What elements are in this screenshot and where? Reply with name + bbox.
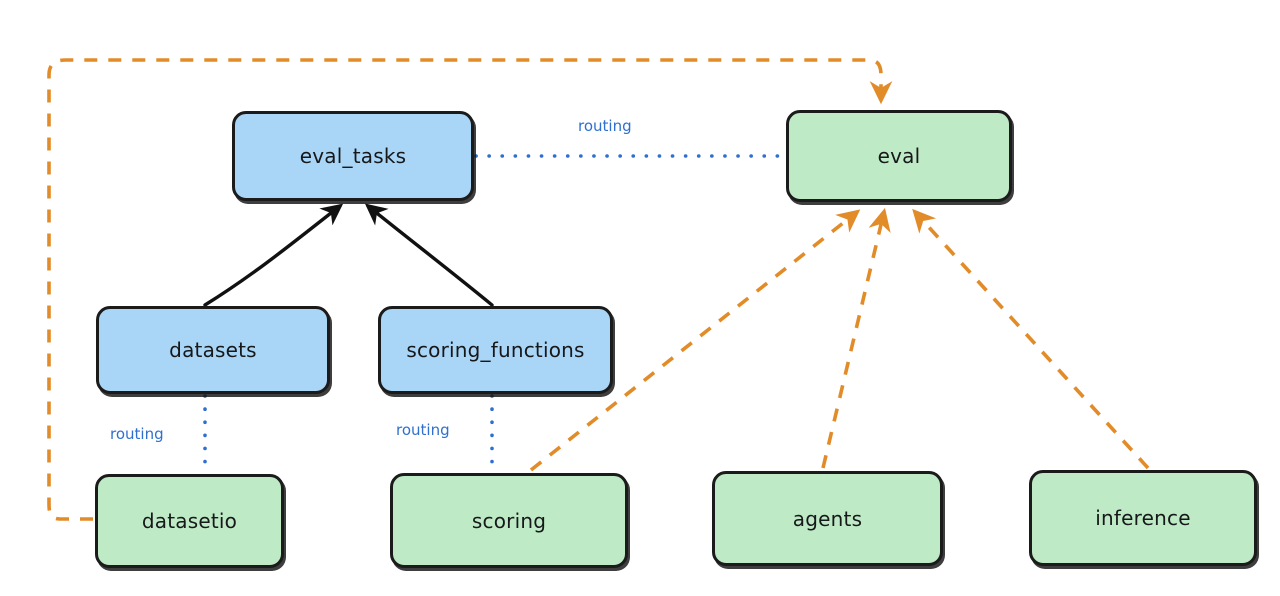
- edge-datasets-to-eval-tasks: [203, 203, 344, 307]
- node-label-datasets: datasets: [169, 338, 257, 362]
- edge-label-routing-scoring-functions-scoring: routing: [396, 421, 450, 439]
- node-label-scoring: scoring: [471, 508, 547, 533]
- edge-label-routing-datasets-datasetio: routing: [110, 425, 164, 443]
- node-eval-tasks[interactable]: eval_tasks: [232, 111, 474, 201]
- node-label-eval: eval: [877, 144, 921, 168]
- node-scoring-functions[interactable]: scoring_functions: [378, 306, 613, 394]
- edge-scoring-functions-to-eval-tasks: [364, 203, 494, 307]
- edge-inference-to-eval-dependency: [912, 208, 1150, 470]
- node-label-inference: inference: [1095, 506, 1191, 530]
- edge-agents-to-eval-dependency: [821, 207, 891, 469]
- node-label-datasetio: datasetio: [141, 509, 238, 533]
- node-datasetio[interactable]: datasetio: [95, 474, 284, 568]
- node-eval[interactable]: eval: [786, 110, 1012, 202]
- node-inference[interactable]: inference: [1029, 470, 1257, 566]
- node-label-agents: agents: [792, 506, 863, 531]
- node-label-eval-tasks: eval_tasks: [299, 144, 407, 168]
- node-scoring[interactable]: scoring: [390, 473, 628, 568]
- edge-label-routing-eval-tasks-eval: routing: [578, 117, 632, 135]
- node-datasets[interactable]: datasets: [96, 306, 330, 394]
- node-label-scoring-functions: scoring_functions: [406, 338, 585, 362]
- node-agents[interactable]: agents: [712, 471, 943, 566]
